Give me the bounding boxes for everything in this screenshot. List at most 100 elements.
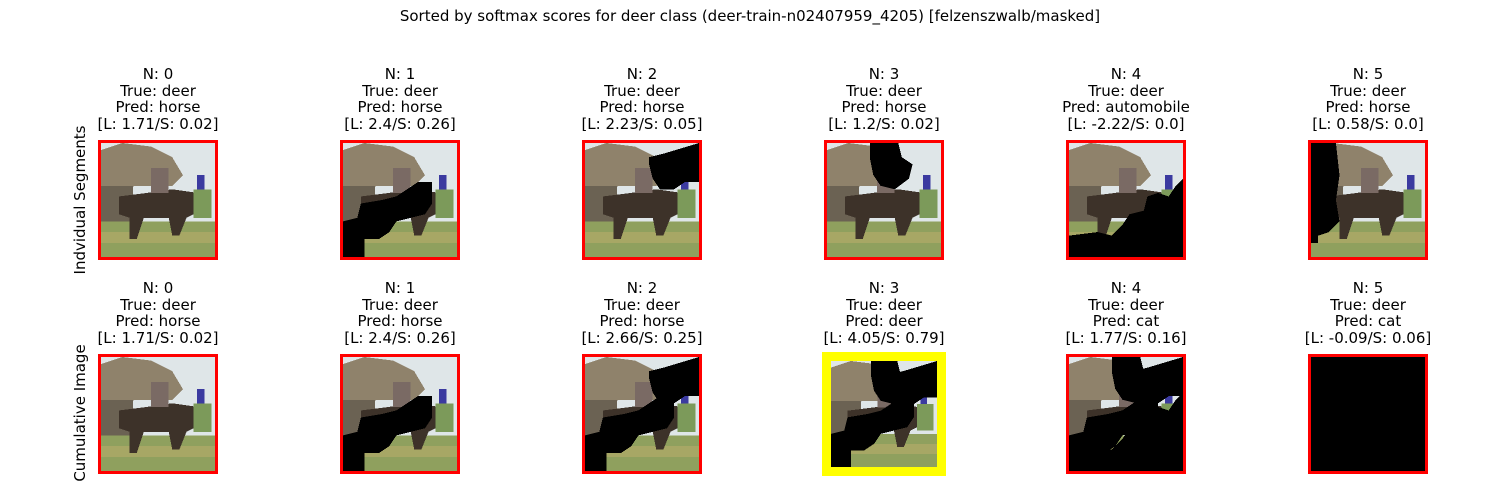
panel-n: N: 3: [868, 279, 900, 297]
foliage-right: [677, 403, 696, 432]
masked-image: [585, 143, 699, 257]
rider-torso: [1360, 167, 1379, 193]
blue-figure: [1165, 175, 1173, 193]
mask-region-upper-middle: [869, 143, 913, 190]
masked-image: [585, 357, 699, 471]
panel-pred: Pred: horse: [599, 312, 685, 331]
mask-region-top-right: [649, 143, 699, 190]
panel-scores: [L: 0.58/S: 0.0]: [1312, 114, 1424, 133]
blue-figure: [1165, 389, 1173, 407]
panel-n: N: 4: [1110, 65, 1142, 83]
blue-figure: [439, 389, 447, 407]
segment-thumbnail: [98, 140, 218, 260]
row-label-cumulative-image: Cumulative Image: [71, 344, 89, 482]
dirt-strip: [831, 443, 937, 454]
mask-region-bottom: [1069, 392, 1183, 471]
foliage-right: [435, 403, 454, 432]
animal-body: [844, 189, 927, 240]
foliage-right: [193, 403, 212, 432]
masked-image: [343, 143, 457, 257]
panel-pred: Pred: horse: [841, 98, 927, 117]
panel-scores: [L: 2.23/S: 0.05]: [581, 114, 703, 133]
mask-region-bottom: [1069, 178, 1183, 257]
rider-torso: [150, 167, 169, 193]
masked-image: [1311, 143, 1425, 257]
blue-figure: [920, 390, 928, 408]
foliage-right: [677, 189, 696, 218]
panel-scores: [L: 2.66/S: 0.25]: [581, 328, 703, 347]
rider-torso: [1118, 167, 1137, 193]
masked-image: [101, 143, 215, 257]
panel-scores: [L: -0.09/S: 0.06]: [1304, 328, 1432, 347]
panel-scores: [L: 2.4/S: 0.26]: [344, 114, 456, 133]
panel-n: N: 5: [1352, 279, 1384, 297]
foliage-right: [919, 189, 938, 218]
panel-pred: Pred: deer: [845, 312, 923, 331]
panel-n: N: 2: [626, 65, 658, 83]
masked-image: [1069, 143, 1183, 257]
mask-region-all: [1311, 357, 1425, 471]
mask-region-left: [1311, 143, 1340, 243]
masked-image: [831, 361, 937, 467]
segment-thumbnail: [98, 354, 218, 474]
dirt-strip: [1311, 232, 1425, 243]
blue-figure: [439, 175, 447, 193]
panel-pred: Pred: horse: [1325, 98, 1411, 117]
dirt-strip: [101, 232, 215, 243]
panel-scores: [L: 2.4/S: 0.26]: [344, 328, 456, 347]
panel-true-label: True: deer: [604, 295, 680, 314]
mask-region-body: [343, 182, 433, 257]
segment-thumbnail: [582, 140, 702, 260]
mask-region-body: [585, 396, 675, 471]
animal-body: [118, 189, 201, 240]
masked-image: [827, 143, 941, 257]
panel-pred: Pred: horse: [115, 312, 201, 331]
panel-n: N: 4: [1110, 279, 1142, 297]
blue-figure: [197, 389, 205, 407]
foliage-right: [1403, 189, 1422, 218]
blue-figure: [681, 175, 689, 193]
rider-torso: [634, 381, 653, 407]
foliage-right: [917, 404, 934, 431]
row-label-individual-segments: Indvidual Segments: [71, 125, 89, 275]
panel-pred: Pred: cat: [1334, 312, 1402, 331]
panel-true-label: True: deer: [362, 295, 438, 314]
segment-thumbnail: [1066, 354, 1186, 474]
panel-true-label: True: deer: [1330, 81, 1406, 100]
foliage-right: [435, 189, 454, 218]
panel-n: N: 3: [868, 65, 900, 83]
segment-thumbnail: [1066, 140, 1186, 260]
panel-pred: Pred: cat: [1092, 312, 1160, 331]
blue-figure: [197, 175, 205, 193]
panel-true-label: True: deer: [1088, 295, 1164, 314]
masked-image: [101, 357, 215, 471]
panel-pred: Pred: horse: [599, 98, 685, 117]
foliage-right: [193, 189, 212, 218]
mask-region-body: [343, 396, 433, 471]
dirt-strip: [585, 446, 699, 457]
dirt-strip: [101, 446, 215, 457]
mask-region-body: [831, 397, 914, 467]
segment-thumbnail: [1308, 140, 1428, 260]
panel-scores: [L: 1.71/S: 0.02]: [97, 114, 219, 133]
panel-scores: [L: 1.71/S: 0.02]: [97, 328, 219, 347]
dirt-strip: [827, 232, 941, 243]
panel-n: N: 5: [1352, 65, 1384, 83]
rider-torso: [634, 167, 653, 193]
mask-region-top-right: [649, 357, 699, 404]
rider-torso: [392, 167, 411, 193]
segment-thumbnail: [340, 354, 460, 474]
animal-body: [602, 189, 685, 240]
panel-pred: Pred: horse: [115, 98, 201, 117]
panel-true-label: True: deer: [604, 81, 680, 100]
panel-true-label: True: deer: [846, 81, 922, 100]
panel-true-label: True: deer: [120, 81, 196, 100]
panel-n: N: 1: [384, 65, 416, 83]
panel-n: N: 0: [142, 65, 174, 83]
